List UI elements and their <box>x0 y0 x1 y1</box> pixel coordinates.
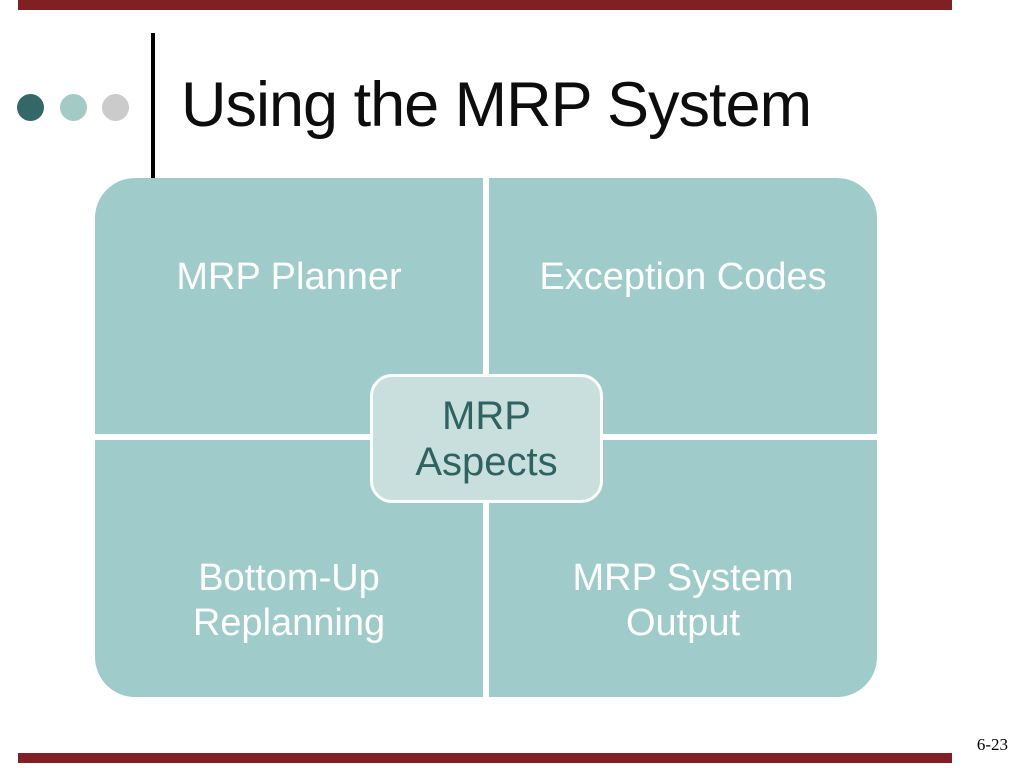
quadrant-label-exception-codes: Exception Codes <box>489 255 877 300</box>
label-line: Exception Codes <box>539 256 827 298</box>
slide-title: Using the MRP System <box>181 70 812 140</box>
label-line: Output <box>625 602 741 644</box>
label-line: Replanning <box>192 602 386 644</box>
center-node-mrp-aspects: MRP Aspects <box>370 374 603 503</box>
label-line: Bottom-Up <box>198 557 380 599</box>
label-line: MRP Planner <box>176 256 402 298</box>
center-node-line: Aspects <box>415 439 558 484</box>
quadrant-label-bottom-up-replanning: Bottom-Up Replanning <box>95 556 483 646</box>
dot-dark-teal-icon <box>17 94 44 121</box>
quadrant-label-mrp-system-output: MRP System Output <box>489 556 877 646</box>
top-accent-bar <box>18 0 952 10</box>
page-number: 6-23 <box>976 735 1008 754</box>
title-vertical-rule <box>151 33 155 238</box>
quadrant-label-mrp-planner: MRP Planner <box>95 255 483 300</box>
dot-gray-icon <box>102 94 129 121</box>
dot-light-teal-icon <box>60 94 87 121</box>
bottom-accent-bar <box>18 753 952 763</box>
label-line: MRP System <box>572 557 794 599</box>
center-node-line: MRP <box>442 393 531 438</box>
